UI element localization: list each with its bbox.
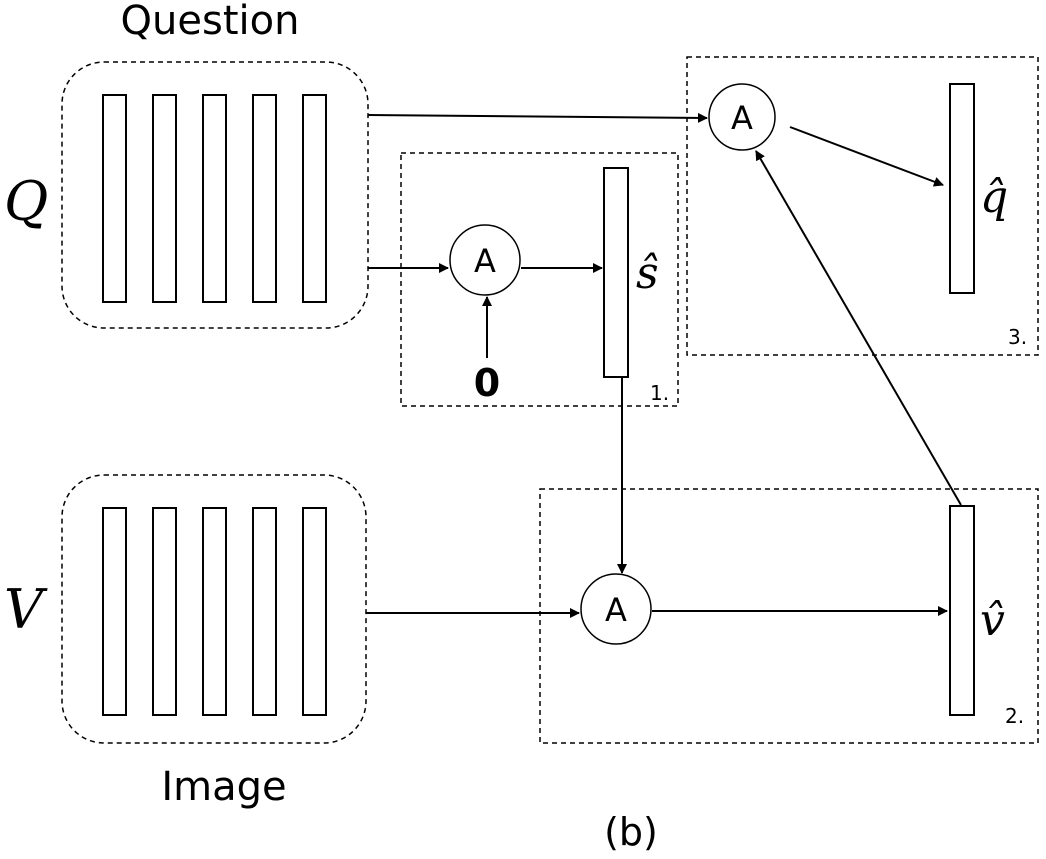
v-hat-label: v̂ (980, 595, 1005, 646)
s-hat-vector (603, 167, 629, 378)
zero-input-label: 0 (474, 361, 500, 405)
image-feature-bar (102, 507, 127, 716)
question-feature-bar (102, 94, 127, 303)
image-label: Image (161, 764, 286, 810)
step1-box (400, 152, 679, 407)
arrow-question-to-step3 (367, 112, 708, 123)
step2-box (539, 488, 1039, 744)
attention-node-step2-label: A (605, 591, 627, 629)
question-feature-bar (302, 94, 327, 303)
attention-node-step2 (580, 573, 652, 645)
step3-box (686, 56, 1039, 356)
q-symbol: Q (4, 170, 48, 233)
attention-node-step1 (449, 224, 521, 296)
figure-caption: (b) (604, 810, 658, 854)
s-hat-label: ŝ (636, 248, 659, 299)
q-hat-label: q̂ (980, 172, 1008, 223)
arrow-v-hat-to-step3 (755, 150, 962, 506)
v-symbol: V (4, 578, 48, 641)
step1-number: 1. (650, 381, 669, 405)
v-hat-vector (949, 505, 975, 716)
attention-node-step1-label: A (474, 242, 496, 280)
attention-node-step3 (708, 83, 776, 151)
question-feature-bar (152, 94, 177, 303)
q-hat-vector (949, 83, 975, 294)
step2-number: 2. (1005, 704, 1024, 728)
image-feature-bar (202, 507, 227, 716)
image-feature-bar (152, 507, 177, 716)
question-feature-bar (252, 94, 277, 303)
attention-node-step3-label: A (731, 99, 753, 137)
image-feature-bar (252, 507, 277, 716)
step3-number: 3. (1008, 325, 1027, 349)
question-container (61, 61, 369, 329)
arrow-step3-to-q-hat (789, 126, 944, 187)
question-feature-bar (202, 94, 227, 303)
image-feature-bar (302, 507, 327, 716)
question-label: Question (121, 0, 300, 44)
image-container (61, 474, 367, 744)
